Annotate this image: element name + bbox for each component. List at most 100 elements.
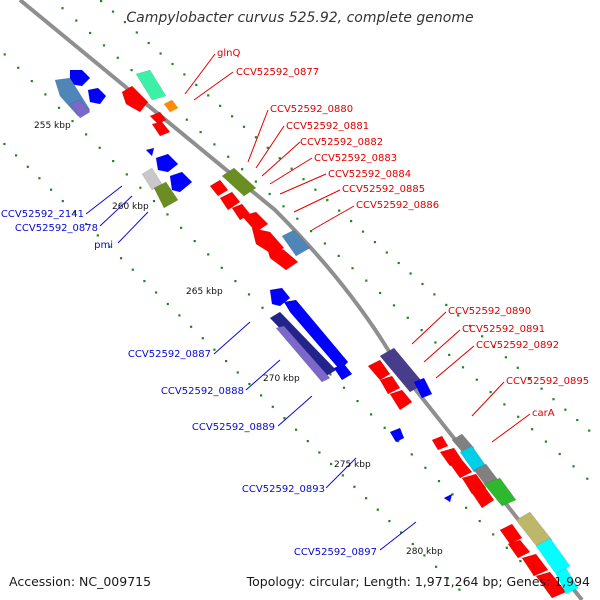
- gene-feature[interactable]: [483, 477, 517, 507]
- gc-dot: [247, 293, 251, 296]
- gene-label[interactable]: CCV52592_0880: [270, 104, 353, 115]
- gene-feature[interactable]: [333, 363, 353, 381]
- gene-feature[interactable]: [241, 211, 269, 233]
- gene-feature[interactable]: [449, 459, 473, 479]
- gc-dot: [183, 73, 186, 76]
- gc-dot: [85, 222, 88, 226]
- gc-dot: [254, 180, 257, 183]
- gc-dot: [100, 0, 103, 3]
- gene-feature[interactable]: [389, 427, 405, 443]
- gene-feature[interactable]: [431, 435, 449, 451]
- gc-dot: [3, 142, 6, 146]
- gene-feature[interactable]: [151, 121, 171, 137]
- gc-dot: [116, 56, 119, 59]
- gc-dot: [201, 337, 204, 340]
- gene-label[interactable]: CCV52592_2141: [1, 209, 84, 220]
- gene-feature[interactable]: [499, 523, 523, 545]
- gc-dot: [248, 382, 251, 386]
- gc-dot: [365, 497, 368, 500]
- gene-label[interactable]: CCV52592_0889: [192, 422, 275, 433]
- gc-dot: [531, 428, 534, 431]
- gene-feature[interactable]: [413, 377, 433, 399]
- gene-feature[interactable]: [153, 181, 179, 209]
- gc-dot: [306, 440, 309, 443]
- gene-label[interactable]: CCV52592_0892: [476, 340, 559, 351]
- tick-label: 255 kbp: [34, 121, 71, 131]
- gc-dot: [112, 160, 115, 163]
- gc-dot: [155, 291, 158, 294]
- gc-dot: [108, 245, 111, 248]
- gc-dot: [3, 53, 6, 56]
- gene-feature[interactable]: [367, 359, 391, 381]
- gene-feature[interactable]: [145, 147, 155, 157]
- gc-dot: [323, 242, 326, 245]
- gene-feature[interactable]: [281, 229, 311, 257]
- gene-feature[interactable]: [121, 85, 149, 113]
- gc-dot: [283, 417, 286, 420]
- gene-label[interactable]: CCV52592_0883: [314, 153, 397, 164]
- gene-label[interactable]: CCV52592_0891: [462, 324, 545, 335]
- gc-dot: [517, 415, 520, 418]
- gene-label[interactable]: CCV52592_0897: [294, 547, 377, 558]
- gene-feature[interactable]: [221, 167, 257, 197]
- gene-feature[interactable]: [135, 69, 167, 101]
- gc-dot: [329, 373, 332, 376]
- gene-feature[interactable]: [69, 99, 91, 119]
- gene-label[interactable]: CCV52592_0877: [236, 67, 319, 78]
- gc-dot: [260, 394, 263, 397]
- gene-label[interactable]: CCV52592_0887: [128, 349, 211, 360]
- gc-dot: [397, 261, 400, 265]
- gene-label[interactable]: CCV52592_0886: [356, 200, 439, 211]
- gene-feature[interactable]: [219, 191, 241, 211]
- gene-feature[interactable]: [469, 485, 495, 509]
- gene-feature[interactable]: [169, 171, 193, 193]
- gc-dot: [111, 10, 115, 13]
- gc-dot: [314, 188, 317, 191]
- gene-feature[interactable]: [209, 179, 229, 197]
- gc-dot: [73, 211, 76, 214]
- gc-dot: [261, 306, 264, 309]
- gc-dot: [236, 371, 239, 374]
- gc-dot: [131, 268, 134, 271]
- tick-label: 275 kbp: [334, 460, 371, 470]
- gc-dot: [564, 408, 567, 411]
- gene-feature[interactable]: [149, 111, 167, 125]
- gene-feature[interactable]: [87, 87, 107, 105]
- gene-feature[interactable]: [379, 375, 401, 395]
- gene-feature[interactable]: [507, 539, 531, 559]
- gene-feature[interactable]: [515, 511, 553, 549]
- gene-label[interactable]: CCV52592_0890: [448, 306, 531, 317]
- gene-label[interactable]: CCV52592_0895: [506, 376, 589, 387]
- gc-dot: [207, 253, 210, 256]
- gc-dot: [185, 118, 188, 121]
- gene-label[interactable]: CCV52592_0884: [328, 169, 411, 180]
- gene-feature[interactable]: [535, 537, 571, 575]
- gene-feature[interactable]: [389, 389, 413, 411]
- gene-label[interactable]: CCV52592_0882: [300, 137, 383, 148]
- gc-dot: [193, 240, 196, 243]
- gene-feature[interactable]: [265, 243, 299, 271]
- gene-feature[interactable]: [155, 153, 179, 173]
- gene-label[interactable]: pmi: [94, 240, 113, 251]
- gene-label[interactable]: CCV52592_0893: [242, 484, 325, 495]
- gene-feature[interactable]: [163, 99, 179, 113]
- gc-dot: [282, 205, 285, 208]
- gc-dot: [242, 125, 246, 128]
- gc-dot: [397, 440, 400, 443]
- gene-feature[interactable]: [275, 325, 331, 383]
- gene-label[interactable]: carA: [532, 408, 555, 419]
- gc-dot: [26, 165, 29, 168]
- gene-label[interactable]: CCV52592_0878: [15, 223, 98, 234]
- gc-dot: [135, 31, 138, 34]
- gc-dot: [30, 80, 33, 83]
- gene-feature[interactable]: [521, 553, 549, 577]
- reverse-gene-labels: CCV52592_2141 CCV52592_0878 pmi CCV52592…: [1, 209, 377, 558]
- gc-dot: [241, 168, 244, 171]
- gene-label[interactable]: glnQ: [217, 48, 240, 59]
- gene-label[interactable]: CCV52592_0888: [161, 386, 244, 397]
- gene-feature[interactable]: [443, 493, 453, 503]
- gene-feature[interactable]: [555, 567, 579, 595]
- gc-dot: [361, 230, 365, 233]
- gene-label[interactable]: CCV52592_0881: [286, 121, 369, 132]
- gene-label[interactable]: CCV52592_0885: [342, 184, 425, 195]
